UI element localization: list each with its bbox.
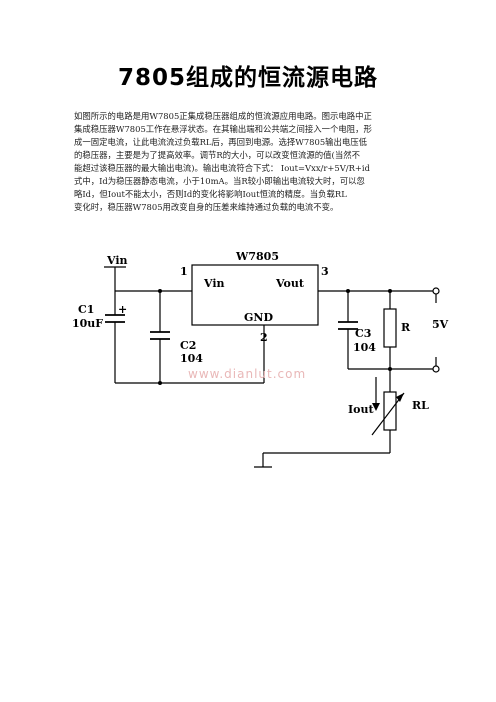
paragraph-line: 略Id，但Iout不能太小，否则Id的变化将影响Iout恒流的精度。当负载RL bbox=[74, 189, 347, 199]
circuit-diagram: www.dianlut.com Vin W7805 Vin Vout GND 1… bbox=[72, 250, 449, 468]
page-title: 7805组成的恒流源电路 bbox=[117, 65, 378, 91]
description-paragraph: 如图所示的电路是用W7805正集成稳压器组成的恒流源应用电路。图示电路中正 集成… bbox=[74, 110, 436, 214]
c3-name-label: C3 bbox=[355, 327, 371, 340]
junction-dot bbox=[388, 289, 392, 293]
watermark: www.dianlut.com bbox=[188, 367, 306, 381]
rl-arrow-head bbox=[396, 393, 404, 402]
c1-name-label: C1 bbox=[78, 303, 94, 316]
rl-name-label: RL bbox=[412, 399, 429, 412]
paragraph-line: 集成稳压器W7805工作在悬浮状态。在其输出端和公共端之间接入一个电阻，形 bbox=[74, 124, 372, 134]
junction-dot bbox=[346, 289, 350, 293]
vin-label: Vin bbox=[106, 254, 128, 267]
ic-name-label: W7805 bbox=[235, 250, 279, 263]
paragraph-line: 变化时，稳压器W7805用改变自身的压差来维持通过负载的电流不变。 bbox=[74, 202, 339, 212]
iout-label: Iout bbox=[348, 403, 374, 416]
w7805-ic-box bbox=[191, 264, 319, 326]
output-terminal bbox=[432, 365, 440, 373]
iout-arrow-head bbox=[372, 403, 380, 411]
c2-name-label: C2 bbox=[180, 339, 196, 352]
output-terminal bbox=[432, 287, 440, 295]
ic-pin-gnd-label: GND bbox=[244, 311, 273, 324]
c1-value-label: 10uF bbox=[72, 317, 103, 330]
paragraph-line: 如图所示的电路是用W7805正集成稳压器组成的恒流源应用电路。图示电路中正 bbox=[74, 111, 372, 121]
paragraph-line: 式中，Id为稳压器静态电流，小于10mA。当R较小即输出电流较大时，可以忽 bbox=[74, 176, 365, 186]
ic-pin-vin-label: Vin bbox=[203, 277, 225, 290]
pin2-label: 2 bbox=[260, 331, 268, 344]
paragraph-line: 能超过该稳压器的最大输出电流)。输出电流符合下式： Iout=Vxx/r+5V/… bbox=[74, 163, 370, 173]
pin1-label: 1 bbox=[180, 265, 188, 278]
c3-value-label: 104 bbox=[353, 341, 376, 354]
ic-pin-vout-label: Vout bbox=[275, 277, 305, 290]
c1-polarity-label: + bbox=[118, 303, 127, 316]
junction-dot bbox=[388, 367, 392, 371]
paragraph-line: 成一固定电流，让此电流流过负载RL后，再回到电源。选择W7805输出电压低 bbox=[74, 137, 368, 147]
junction-dot bbox=[158, 289, 162, 293]
c2-value-label: 104 bbox=[180, 352, 203, 365]
r-name-label: R bbox=[401, 321, 411, 334]
paragraph-line: 的稳压器，主要是为了提高效率。调节R的大小，可以改变恒流源的值(当然不 bbox=[74, 150, 360, 160]
r-resistor bbox=[383, 308, 397, 348]
pin3-label: 3 bbox=[321, 265, 329, 278]
voltage-label: 5V bbox=[432, 318, 449, 331]
junction-dot bbox=[158, 381, 162, 385]
